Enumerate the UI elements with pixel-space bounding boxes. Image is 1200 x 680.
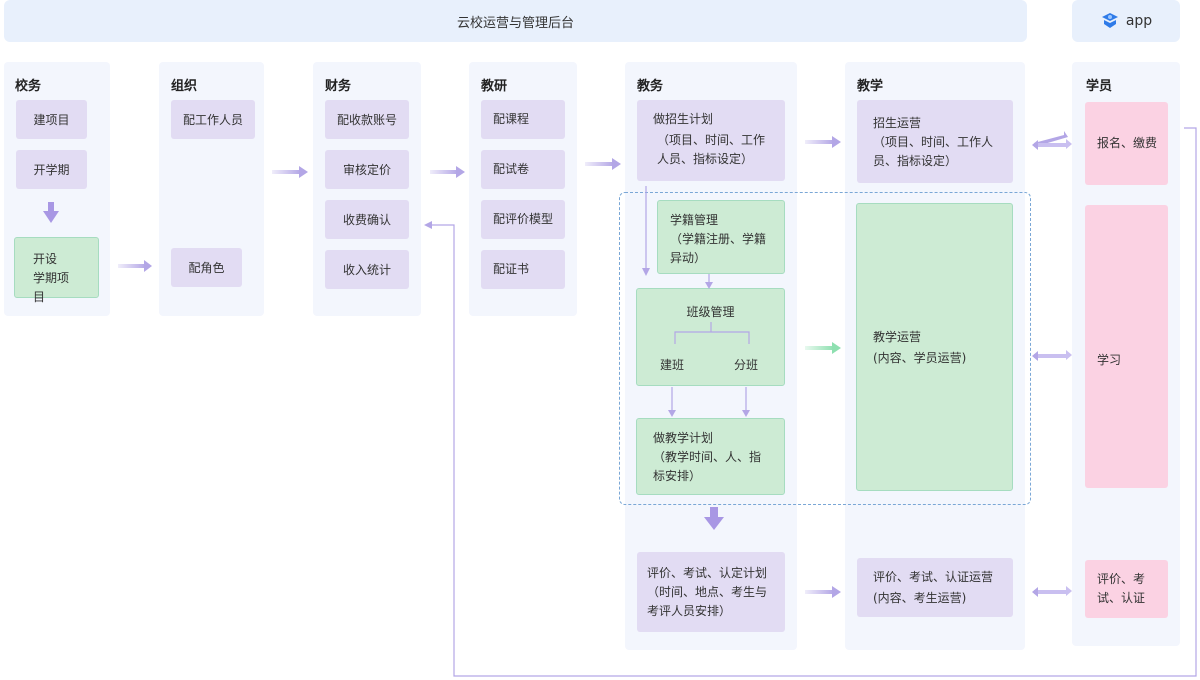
eval-plan-detail: （时间、地点、考生与考评人员安排） bbox=[647, 585, 768, 618]
teaching-ops-detail: (内容、学员运营) bbox=[873, 351, 967, 365]
arrow-caiwu-jiaoyan bbox=[430, 166, 465, 178]
column-title-zuzhi: 组织 bbox=[171, 79, 198, 94]
arrowhead-assign-plan bbox=[742, 410, 750, 417]
eval-plan-title: 评价、考试、认定计划 bbox=[647, 566, 768, 580]
node-learn[interactable]: 学习 bbox=[1085, 205, 1168, 488]
node-recruit-ops[interactable]: 招生运营 （项目、时间、工作人员、指标设定） bbox=[857, 100, 1013, 183]
node-review-pricing[interactable]: 审核定价 bbox=[325, 150, 409, 189]
arrow-xiaowu-zuzhi bbox=[118, 260, 152, 272]
node-assign-staff[interactable]: 配工作人员 bbox=[171, 100, 255, 139]
recruit-ops-detail: （项目、时间、工作人员、指标设定） bbox=[873, 135, 994, 168]
banner-title: 云校运营与管理后台 bbox=[456, 15, 574, 31]
node-class-mgmt[interactable]: 班级管理 建班 分班 bbox=[636, 288, 785, 386]
class-assign: 分班 bbox=[734, 358, 759, 372]
eval-ops-title: 评价、考试、认证运营 bbox=[873, 570, 994, 584]
class-mgmt-title: 班级管理 bbox=[686, 305, 735, 319]
arrow-evalplan-evalops bbox=[805, 586, 841, 598]
node-config-eval-model[interactable]: 配评价模型 bbox=[481, 200, 565, 239]
node-config-certificate[interactable]: 配证书 bbox=[481, 250, 565, 289]
arrow-class-teaching bbox=[805, 342, 841, 354]
app-badge[interactable]: app bbox=[1072, 0, 1180, 42]
node-enrollment-mgmt[interactable]: 学籍管理 （学籍注册、学籍异动） bbox=[657, 200, 785, 274]
node-eval-plan[interactable]: 评价、考试、认定计划 （时间、地点、考生与考评人员安排） bbox=[637, 552, 785, 632]
column-title-xiaowu: 校务 bbox=[15, 79, 42, 94]
teaching-group-outline bbox=[619, 192, 1031, 505]
arrow-bidir-eval bbox=[1032, 586, 1072, 597]
arrowhead-enrollment-class bbox=[705, 282, 713, 289]
teaching-ops-title: 教学运营 bbox=[873, 330, 922, 344]
feedback-loop-line bbox=[428, 127, 1197, 677]
node-eval-cert[interactable]: 评价、考试、认证 bbox=[1085, 560, 1168, 618]
arrow-bidir-recruit bbox=[1032, 131, 1072, 150]
teaching-plan-detail: （教学时间、人、指标安排） bbox=[653, 450, 762, 483]
node-payment-confirm[interactable]: 收费确认 bbox=[325, 200, 409, 239]
arrow-jiaoyan-jiaowu bbox=[585, 158, 621, 170]
banner: 云校运营与管理后台 bbox=[4, 0, 1027, 42]
node-recruit-plan[interactable]: 做招生计划 （项目、时间、工作 人员、指标设定） bbox=[637, 100, 785, 181]
node-register-pay[interactable]: 报名、缴费 bbox=[1085, 102, 1168, 185]
app-logo-icon bbox=[1100, 11, 1120, 31]
recruit-plan-detail: （项目、时间、工作 人员、指标设定） bbox=[657, 133, 766, 166]
app-label: app bbox=[1125, 13, 1153, 29]
node-eval-ops[interactable]: 评价、考试、认证运营 (内容、考生运营) bbox=[857, 558, 1013, 617]
column-title-xueyuan: 学员 bbox=[1086, 79, 1113, 94]
arrow-plan-ops bbox=[805, 136, 841, 148]
class-tree-connector bbox=[674, 322, 750, 344]
class-create: 建班 bbox=[660, 358, 685, 372]
enrollment-title: 学籍管理 bbox=[670, 213, 719, 227]
eval-ops-detail: (内容、考生运营) bbox=[873, 591, 967, 605]
node-term-project[interactable]: 开设 学期项目 bbox=[14, 237, 99, 304]
node-payment-account[interactable]: 配收款账号 bbox=[325, 100, 409, 139]
teaching-plan-title: 做教学计划 bbox=[653, 431, 714, 445]
arrow-down-eval bbox=[704, 507, 724, 530]
node-income-stats[interactable]: 收入统计 bbox=[325, 250, 409, 289]
column-title-jiaoxue: 教学 bbox=[857, 79, 884, 94]
arrowhead-recruit-class bbox=[642, 268, 650, 276]
node-config-course[interactable]: 配课程 bbox=[481, 100, 565, 139]
node-assign-role[interactable]: 配角色 bbox=[171, 248, 242, 287]
column-title-jiaoyan: 教研 bbox=[481, 79, 508, 94]
arrow-down-term bbox=[43, 202, 59, 223]
recruit-ops-title: 招生运营 bbox=[873, 116, 922, 130]
node-open-term[interactable]: 开学期 bbox=[16, 150, 87, 189]
column-title-jiaowu: 教务 bbox=[637, 79, 664, 94]
enrollment-detail: （学籍注册、学籍异动） bbox=[670, 232, 767, 265]
arrowhead-create-plan bbox=[668, 410, 676, 417]
node-create-project[interactable]: 建项目 bbox=[16, 100, 87, 139]
arrow-zuzhi-caiwu bbox=[272, 166, 308, 178]
node-teaching-ops[interactable]: 教学运营 (内容、学员运营) bbox=[856, 203, 1013, 491]
column-title-caiwu: 财务 bbox=[325, 79, 352, 94]
recruit-plan-title: 做招生计划 bbox=[653, 112, 714, 126]
feedback-loop-arrowhead bbox=[424, 221, 432, 229]
node-teaching-plan[interactable]: 做教学计划 （教学时间、人、指标安排） bbox=[636, 418, 785, 495]
node-config-paper[interactable]: 配试卷 bbox=[481, 150, 565, 189]
arrow-bidir-teaching bbox=[1032, 350, 1072, 361]
